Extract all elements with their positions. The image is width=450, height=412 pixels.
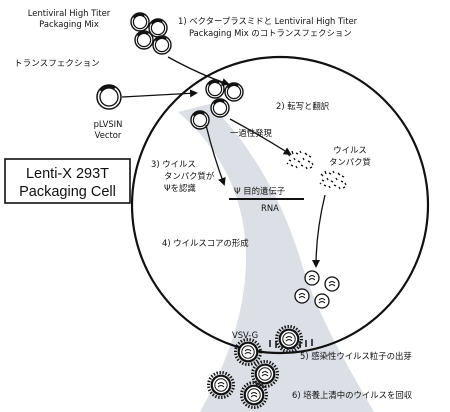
plasmid-icon <box>129 11 151 33</box>
arrow <box>121 89 198 98</box>
viral-protein-label-line1: ウイルス <box>333 145 367 155</box>
cell-label-line2: Packaging Cell <box>19 184 116 200</box>
protein-icon <box>319 170 347 190</box>
gene-of-interest-label: Ψ 目的遺伝子 <box>234 186 285 196</box>
flow-arrows <box>121 56 326 268</box>
step6-label: 6) 培養上清中のウイルスを回収 <box>292 390 413 400</box>
plasmid-icon <box>151 34 173 56</box>
packaging-mix-plasmids <box>129 11 173 56</box>
arrow <box>205 124 226 186</box>
step1-label-line1: 1) ベクタープラスミドと Lentiviral High Titer <box>178 16 358 26</box>
virus-core-icon <box>314 293 330 309</box>
plasmid-icon <box>209 97 231 119</box>
plasmid-icon <box>133 29 155 51</box>
flow-band <box>178 104 374 412</box>
rna-label: RNA <box>261 203 279 213</box>
plasmid-icon <box>204 78 226 100</box>
step2-label: 2) 転写と翻訳 <box>276 101 330 111</box>
vector-label-line1: pLVSIN <box>94 119 123 129</box>
plasmid-icon <box>223 81 245 103</box>
step3-label-line3: Ψを認識 <box>164 183 196 193</box>
transient-expression-label: 一過性発現 <box>230 128 272 138</box>
viral-protein-label-line2: タンパク質 <box>329 157 371 167</box>
arrow <box>312 194 326 268</box>
step4-label: 4) ウイルスコアの形成 <box>162 238 249 248</box>
packaging-mix-label-line2: Packaging Mix <box>39 19 99 29</box>
vector-label-line2: Vector <box>95 130 122 140</box>
arrow <box>229 118 292 156</box>
step3-label-line2: タンパク質が <box>164 171 215 181</box>
arrow <box>167 56 230 86</box>
virus-core-icon <box>304 270 320 286</box>
packaging-mix-label-line1: Lentiviral High Titer <box>28 8 111 18</box>
step1-label-line2: Packaging Mix のコトランスフェクション <box>189 28 352 38</box>
vsvg-label: VSV-G <box>232 330 258 340</box>
vector-plasmid <box>96 84 122 110</box>
virus-core-icon <box>324 276 340 292</box>
transfection-label: トランスフェクション <box>14 58 100 69</box>
step3-label-line1: 3) ウイルス <box>151 159 196 169</box>
step5-label: 5) 感染性ウイルス粒子の出芽 <box>300 351 412 361</box>
virus-core-icon <box>294 288 310 304</box>
protein-icon <box>286 150 314 170</box>
cell-label-box <box>4 158 131 204</box>
cell-label-line1: Lenti-X 293T <box>26 166 109 182</box>
cell-membrane <box>130 55 430 355</box>
